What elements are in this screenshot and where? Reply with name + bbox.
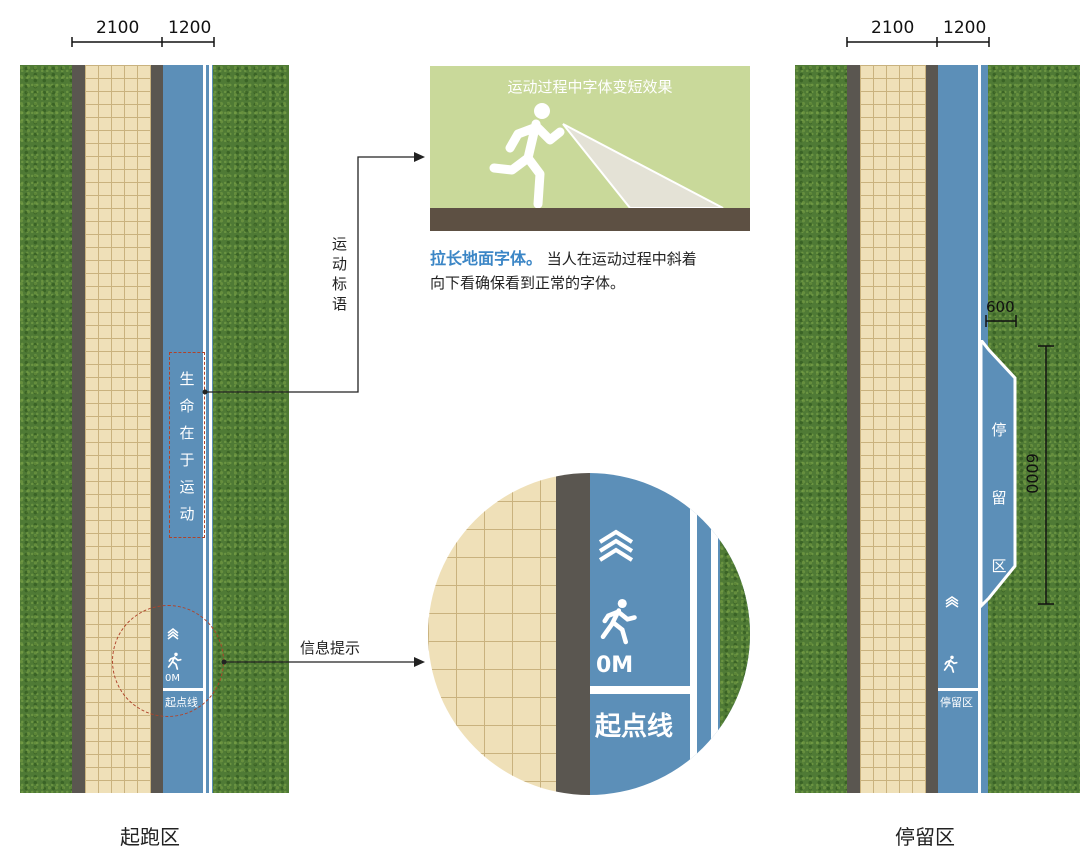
zoom-walkway-tiles	[428, 473, 556, 795]
chevron-up-icon	[167, 627, 179, 640]
description-line: 当人在运动过程中斜着	[546, 250, 697, 268]
grass-right	[213, 65, 289, 793]
stop-line	[938, 688, 978, 691]
dimension-line	[71, 37, 215, 47]
stop-zone-char: 区	[991, 557, 1007, 575]
ground-strip	[430, 208, 750, 231]
chevron-up-icon	[598, 529, 634, 562]
walkway-tiles	[860, 65, 926, 793]
effect-panel: 运动过程中字体变短效果	[430, 66, 750, 231]
stop-zone-text: 停 留 区	[988, 396, 1010, 600]
slogan-char: 运	[179, 478, 195, 496]
caption-stop-zone: 停留区	[895, 825, 955, 849]
slogan-char: 生	[179, 370, 195, 388]
dimension-line-width	[985, 315, 1017, 327]
zoom-kerb	[556, 473, 590, 795]
stop-zone-char: 留	[991, 489, 1007, 507]
description-line: 向下看确保看到正常的字体。	[430, 274, 626, 292]
start-line	[163, 688, 203, 691]
dimension-line	[846, 37, 990, 47]
slogan-text: 生 命 在 于 运 动	[176, 366, 198, 528]
dimension-walkway: 2100	[96, 18, 140, 38]
stop-line-label: 停留区	[940, 696, 973, 709]
callout-label-slogan: 运 动 标 语	[332, 235, 348, 313]
zoom-start-line	[590, 686, 690, 694]
zoom-lane-line-outer	[711, 473, 718, 795]
runner-icon	[943, 655, 958, 673]
distance-label: 0M	[165, 673, 180, 684]
runner-icon	[167, 652, 182, 670]
slogan-char: 动	[179, 505, 195, 523]
caption-start-zone: 起跑区	[120, 825, 180, 849]
dimension-lane: 1200	[168, 18, 212, 38]
start-line-label: 起点线	[165, 696, 198, 709]
zoom-grass	[720, 473, 750, 795]
stop-zone-char: 停	[991, 421, 1007, 439]
slogan-dashed-box	[169, 352, 205, 538]
zoom-detail-circle: 0M 起点线	[428, 473, 750, 795]
dimension-bay-width: 600	[986, 298, 1015, 316]
slogan-char: 命	[179, 397, 195, 415]
callout-label-info: 信息提示	[300, 639, 361, 657]
runner-icon	[600, 598, 637, 645]
kerb-middle	[926, 65, 938, 793]
kerb-left	[847, 65, 860, 793]
zoom-distance-label: 0M	[596, 653, 634, 678]
grass-left	[795, 65, 847, 793]
effect-panel-title: 运动过程中字体变短效果	[507, 78, 673, 96]
lane-edge-line-outer	[209, 65, 212, 793]
effect-description: 拉长地面字体。 当人在运动过程中斜着 向下看确保看到正常的字体。	[430, 247, 760, 295]
highlight-text: 拉长地面字体。	[430, 249, 543, 268]
stop-zone-bay	[979, 340, 1017, 610]
kerb-left	[72, 65, 85, 793]
zoom-start-line-label: 起点线	[595, 712, 674, 742]
dimension-walkway: 2100	[871, 18, 915, 38]
running-person-illustration	[489, 103, 724, 209]
slogan-char: 于	[179, 451, 195, 469]
dimension-lane: 1200	[943, 18, 987, 38]
grass-left	[20, 65, 72, 793]
zoom-lane-line	[690, 473, 697, 795]
slogan-char: 在	[179, 424, 195, 442]
dimension-bay-length: 6000	[1022, 453, 1042, 494]
chevron-up-icon	[945, 596, 959, 608]
dimension-line-length	[1038, 345, 1054, 605]
